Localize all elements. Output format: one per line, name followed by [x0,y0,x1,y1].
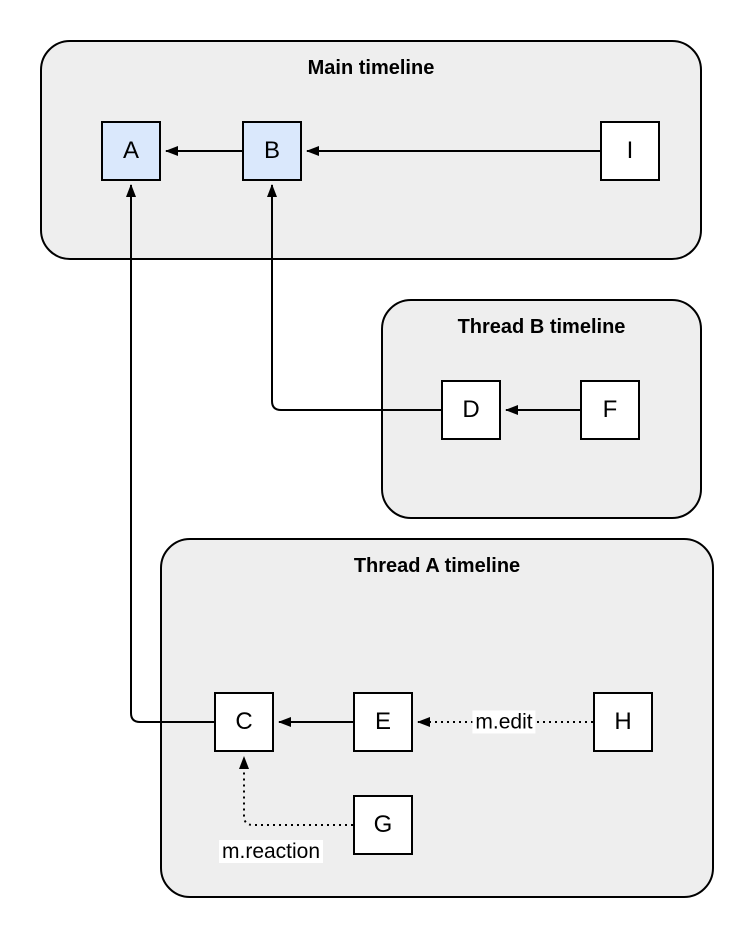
node-g: G [353,795,413,855]
node-e-label: E [374,708,391,735]
node-b-label: B [263,137,280,164]
edge-label-m-edit: m.edit [472,710,536,734]
node-e: E [353,692,413,752]
node-f: F [580,380,640,440]
node-h-label: H [614,708,632,735]
container-thread-b-timeline: Thread B timeline [381,299,702,519]
node-a: A [101,121,161,181]
node-h: H [593,692,653,752]
node-d: D [441,380,501,440]
node-i: I [600,121,660,181]
node-c: C [214,692,274,752]
node-b: B [242,121,302,181]
node-f-label: F [602,396,618,423]
container-title-main-timeline: Main timeline [307,57,435,79]
node-g-label: G [373,811,393,838]
node-d-label: D [462,396,480,423]
container-title-thread-b-timeline: Thread B timeline [457,316,626,338]
node-i-label: I [626,137,634,164]
node-c-label: C [235,708,253,735]
node-a-label: A [122,137,139,164]
edge-label-m-reaction: m.reaction [219,840,324,864]
container-title-thread-a-timeline: Thread A timeline [353,555,521,577]
